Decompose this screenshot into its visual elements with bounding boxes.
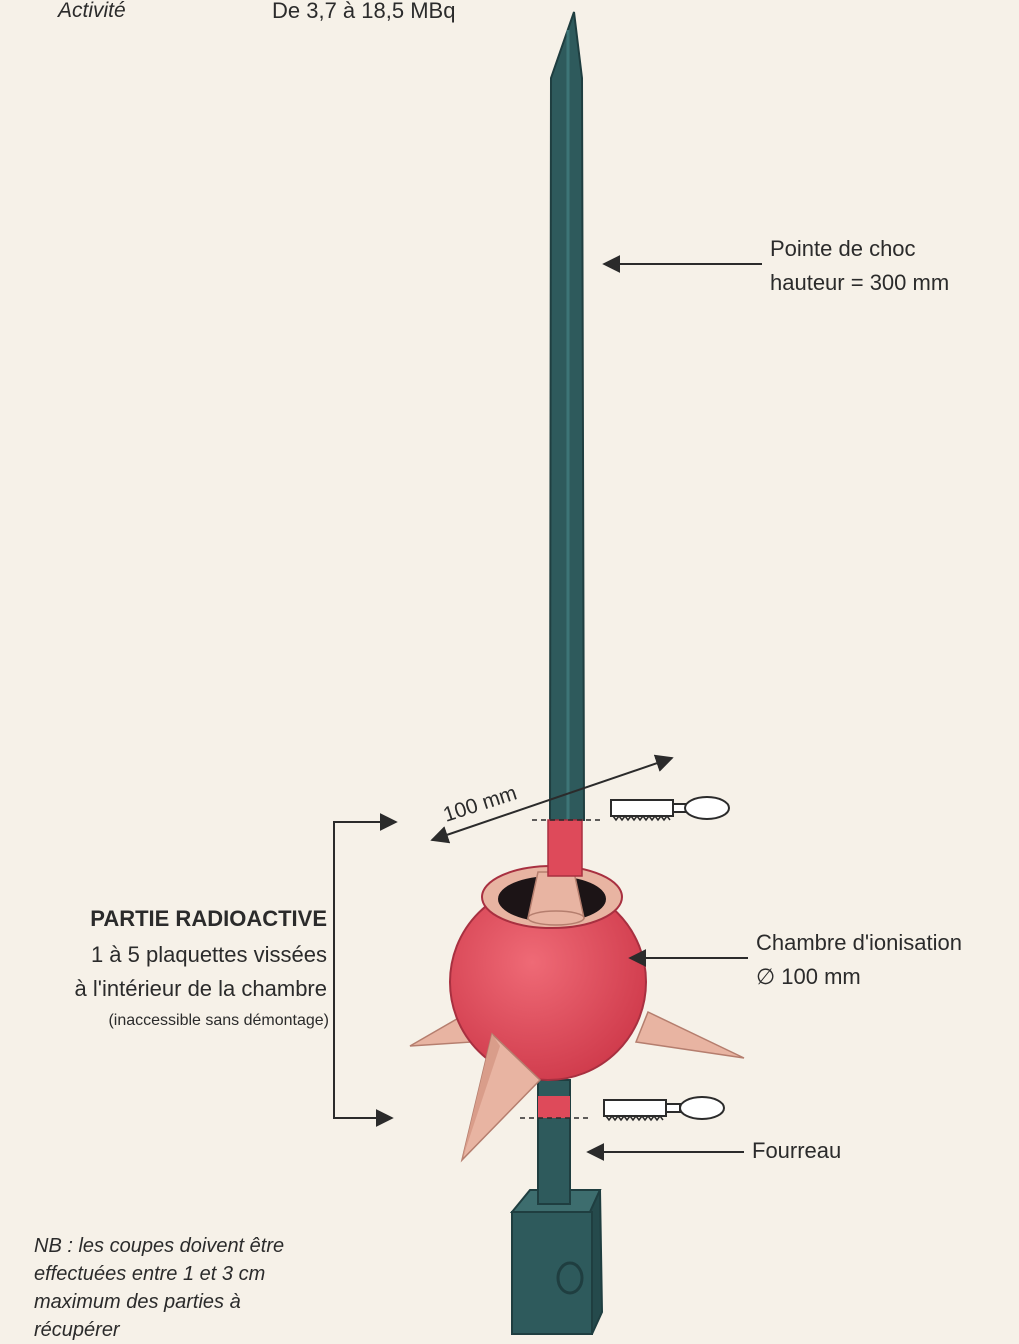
base-block: [512, 1190, 602, 1334]
activity-value: De 3,7 à 18,5 MBq: [272, 0, 455, 24]
pointe-label-line1: Pointe de choc: [770, 236, 916, 262]
fourreau-label: Fourreau: [752, 1138, 841, 1164]
spike-right: [636, 1012, 744, 1058]
pointe-label-line2: hauteur = 300 mm: [770, 270, 949, 296]
chambre-label-line1: Chambre d'ionisation: [756, 930, 962, 956]
note-line2: effectuées entre 1 et 3 cm: [34, 1260, 364, 1288]
radioactive-title: PARTIE RADIOACTIVE: [90, 906, 327, 932]
activity-label: Activité: [58, 0, 126, 23]
note-line1: NB : les coupes doivent être: [34, 1232, 364, 1260]
chambre-label-line2: ∅ 100 mm: [756, 964, 861, 990]
note-line3: maximum des parties à: [34, 1288, 364, 1316]
saw-icon: [611, 797, 729, 820]
lower-tube-cut-section: [538, 1096, 570, 1118]
cutting-note: NB : les coupes doivent être effectuées …: [34, 1232, 364, 1344]
radioactive-line1: 1 à 5 plaquettes vissées: [91, 942, 327, 968]
diameter-label: 100 mm: [440, 781, 519, 826]
radioactive-line2: à l'intérieur de la chambre: [75, 976, 327, 1002]
radioactive-line3: (inaccessible sans démontage): [108, 1011, 329, 1030]
radioactive-bracket: [334, 822, 394, 1118]
upper-tube-cut-section: [548, 820, 582, 876]
saw-icon: [604, 1097, 724, 1120]
